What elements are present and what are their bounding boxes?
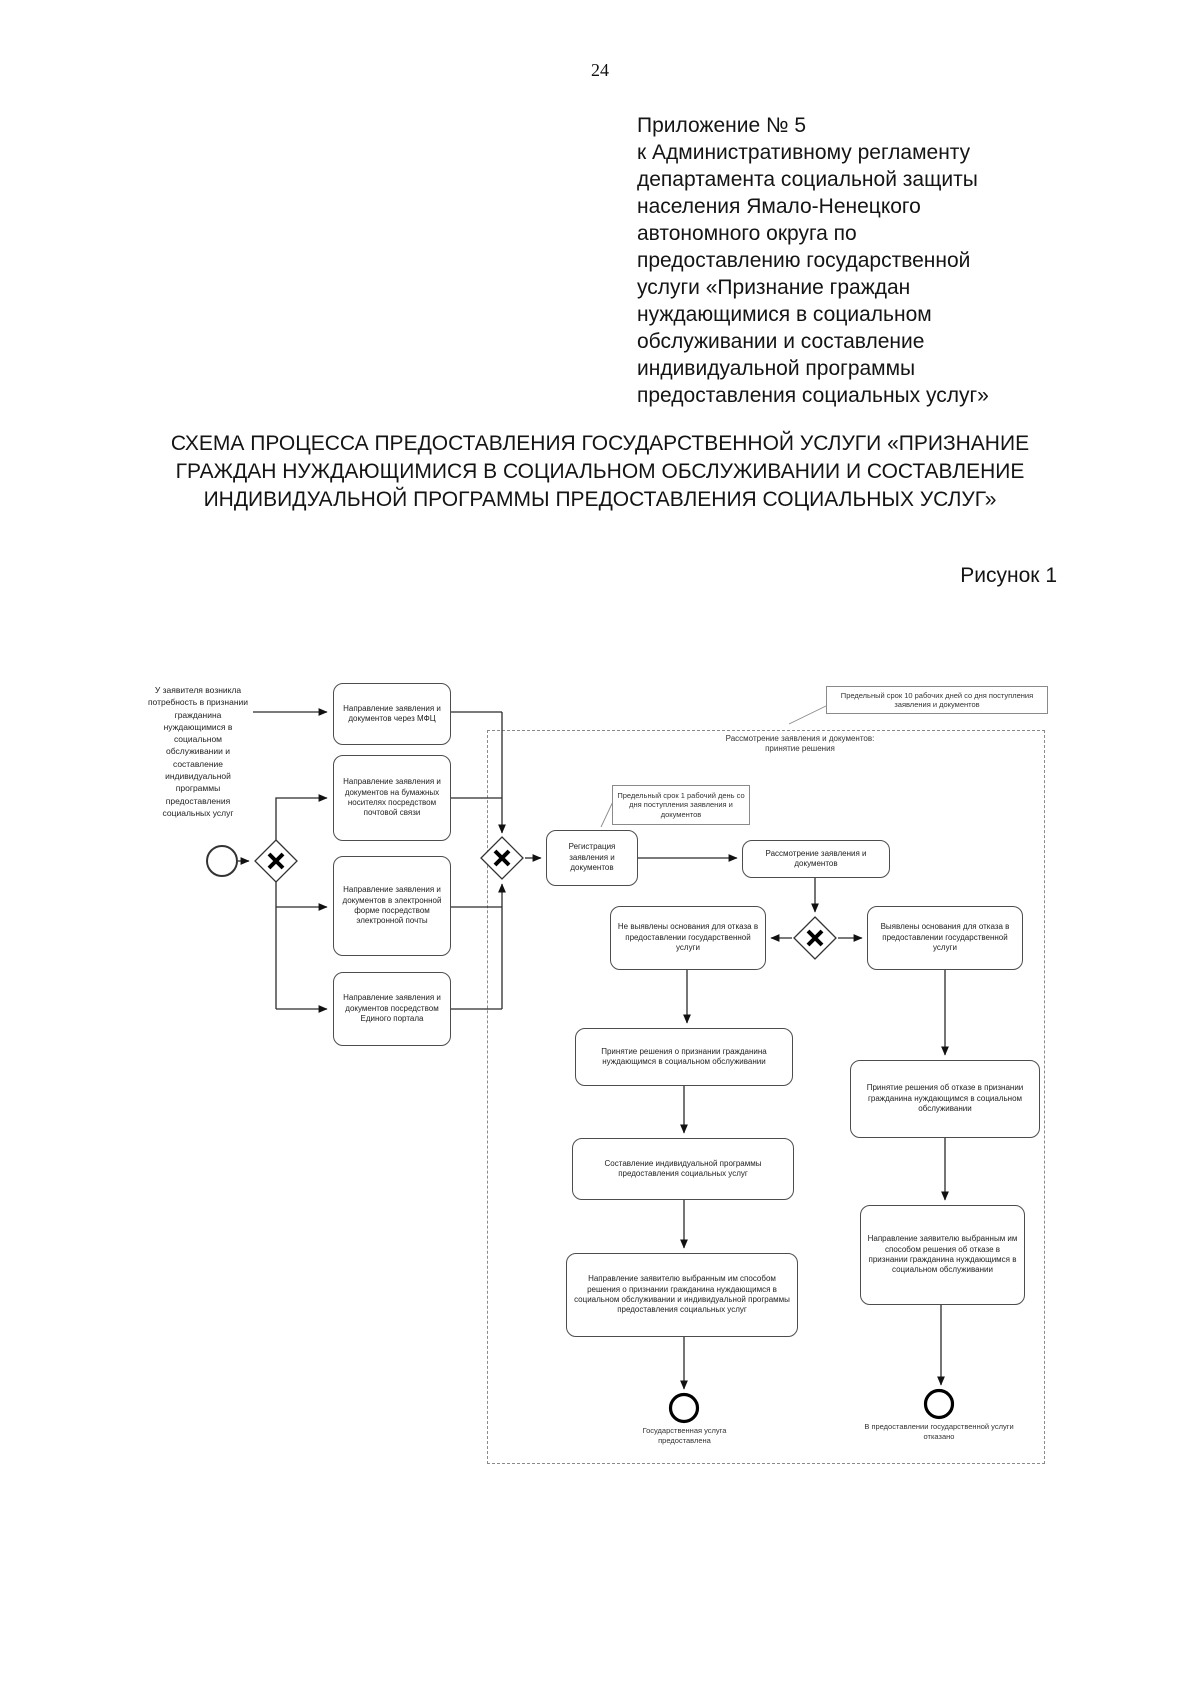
note-one-day: Предельный срок 1 рабочий день со дня по…	[612, 785, 750, 825]
start-condition-text: У заявителя возникла потребность в призн…	[147, 685, 249, 818]
exclusive-gateway-merge-icon	[480, 836, 524, 880]
page-number: 24	[591, 60, 609, 80]
appendix-heading: Приложение № 5 к Административному регла…	[637, 114, 989, 407]
node-channel-portal: Направление заявления и документов посре…	[333, 972, 451, 1046]
start-event-circle	[206, 845, 238, 877]
figure-caption: Рисунок 1	[960, 564, 1057, 587]
document-title: СХЕМА ПРОЦЕССА ПРЕДОСТАВЛЕНИЯ ГОСУДАРСТВ…	[170, 432, 1030, 511]
exclusive-gateway-decision-icon	[793, 916, 837, 960]
note-ten-days: Предельный срок 10 рабочих дней со дня п…	[826, 686, 1048, 714]
node-notify-positive: Направление заявителю выбранным им спосо…	[566, 1253, 798, 1337]
node-no-grounds: Не выявлены основания для отказа в предо…	[610, 906, 766, 970]
end-event-positive-circle	[668, 1392, 700, 1424]
node-channel-mail: Направление заявления и документов на бу…	[333, 755, 451, 841]
node-grounds: Выявлены основания для отказа в предоста…	[867, 906, 1023, 970]
node-decision-positive: Принятие решения о признании гражданина …	[575, 1028, 793, 1086]
node-notify-negative: Направление заявителю выбранным им спосо…	[860, 1205, 1025, 1305]
node-registration: Регистрация заявления и документов	[546, 830, 638, 886]
end-label-positive: Государственная услуга предоставлена	[642, 1426, 727, 1445]
stage-label: Рассмотрение заявления и документов: при…	[725, 734, 875, 754]
node-decision-negative: Принятие решения об отказе в признании г…	[850, 1060, 1040, 1138]
node-channel-mfc: Направление заявления и документов через…	[333, 683, 451, 745]
end-event-negative-circle	[923, 1388, 955, 1420]
stage-container-frame	[487, 730, 1045, 1464]
end-label-negative: В предоставлении государственной услуги …	[864, 1422, 1014, 1441]
node-review: Рассмотрение заявления и документов	[742, 840, 890, 878]
node-channel-email: Направление заявления и документов в эле…	[333, 856, 451, 956]
exclusive-gateway-split-icon	[254, 839, 298, 883]
node-compose-program: Составление индивидуальной программы пре…	[572, 1138, 794, 1200]
